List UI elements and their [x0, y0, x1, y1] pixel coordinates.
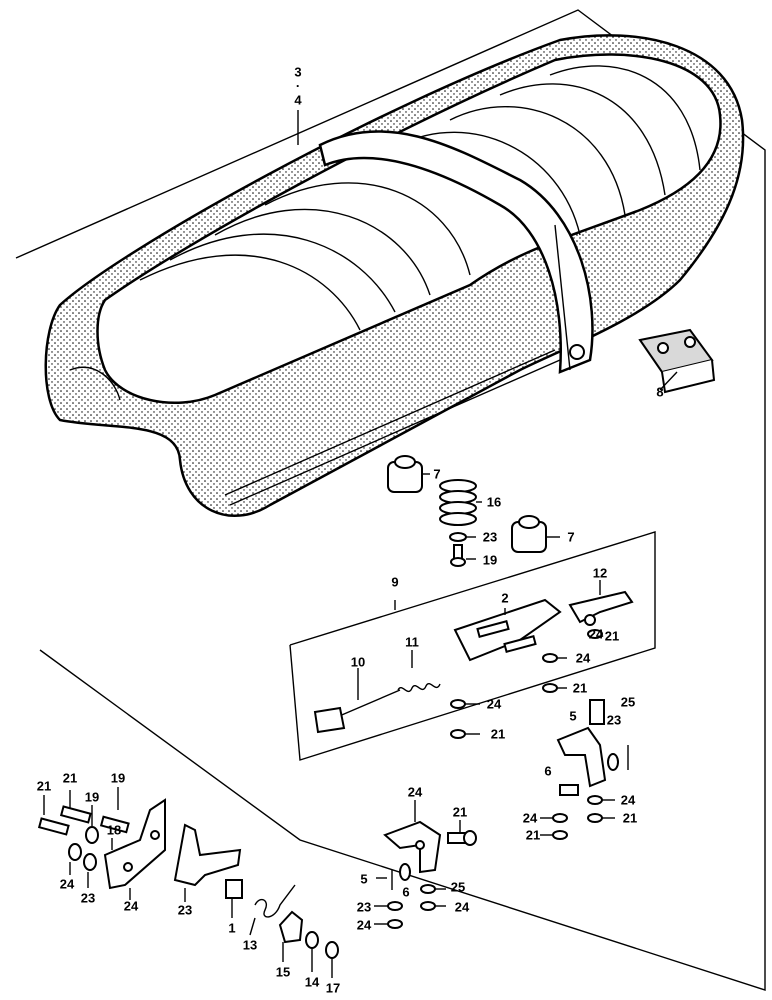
assembly-boundary [15, 9, 766, 991]
callout-part-5: 5 [569, 709, 576, 724]
callout-part-21: 21 [491, 727, 505, 742]
callout-part-7: 7 [567, 530, 574, 545]
callout-part-24: 25 [451, 880, 465, 895]
seat-pleats [139, 65, 701, 331]
callout-part-23: 6 [402, 885, 409, 900]
callout-part-21: 21 [526, 828, 540, 843]
hinge-right [556, 699, 607, 788]
callout-part-24: 24 [589, 627, 604, 642]
callout-part-15: 1 [228, 921, 235, 936]
small-bolt [450, 544, 466, 567]
callout-part-23: 23 [607, 713, 621, 728]
seat-strap [318, 130, 594, 374]
callout-part-18: 19 [111, 771, 125, 786]
callout-part-20: 17 [326, 981, 340, 996]
callout-part-16: 16 [487, 495, 501, 510]
seat-trim [224, 349, 561, 506]
plate-washer [305, 931, 319, 949]
seat-spring [439, 479, 477, 526]
callout-part-13: 23 [178, 903, 192, 918]
callout-part-24: 24 [523, 811, 538, 826]
callout-part-24: 24 [60, 877, 75, 892]
callout-part-2: 2 [501, 591, 508, 606]
lock-plate [278, 910, 304, 944]
seat-bracket-catch [173, 823, 242, 887]
callout-part-21: 24 [455, 900, 470, 915]
callout-part-21: 21 [573, 681, 587, 696]
callout-part-6: 6 [544, 764, 551, 779]
small-washer [449, 532, 467, 542]
callout-part-1: 24 [124, 899, 139, 914]
callout-part-19: 21 [63, 771, 77, 786]
callout-part-19: 21 [37, 779, 51, 794]
callout-assembly-top: 3 [294, 65, 301, 80]
hinge-washers-center [387, 863, 436, 929]
callout-part-11: 11 [405, 635, 419, 650]
callout-part-23: 23 [81, 891, 95, 906]
lock-rod [313, 689, 401, 734]
callout-part-24: 24 [621, 793, 636, 808]
callout-part-14: 13 [243, 938, 257, 953]
collar [225, 879, 243, 899]
callout-part-24: 19 [85, 790, 99, 805]
seat-bracket-left [103, 798, 166, 890]
callout-part-19: 19 [483, 553, 497, 568]
callout-part-25: 25 [621, 695, 635, 710]
callout-assembly-separator: · [296, 79, 300, 94]
left-washers [68, 826, 99, 871]
callout-part-7: 7 [433, 467, 440, 482]
callout-assembly-bottom: 4 [294, 93, 302, 108]
plate-nut [325, 941, 339, 959]
callout-part-24: 23 [357, 900, 371, 915]
lock-bracket [453, 598, 562, 662]
callout-part-23: 18 [107, 823, 121, 838]
rubber-bumper [387, 455, 423, 493]
callout-part-8: 8 [656, 385, 663, 400]
callout-part-22: 14 [305, 975, 320, 990]
callout-part-21: 21 [623, 811, 637, 826]
callout-part-24: 24 [576, 651, 591, 666]
callout-part-21: 24 [357, 918, 372, 933]
latch-spring [254, 884, 296, 918]
callout-part-10: 10 [351, 655, 365, 670]
callout-part-5: 24 [408, 785, 423, 800]
callout-part-17: 15 [276, 965, 290, 980]
callout-part-6: 21 [453, 805, 467, 820]
hinge-pin-center [447, 830, 477, 846]
rubber-bumper-rear [511, 515, 547, 553]
seat [44, 34, 745, 517]
nuts-washers-lock [450, 629, 603, 739]
hinge-center [383, 820, 442, 874]
callout-part-21: 21 [605, 629, 619, 644]
callout-part-24: 24 [487, 697, 502, 712]
lock-catch [568, 590, 634, 626]
seat-hinge-block [638, 328, 716, 394]
callout-part-23: 23 [483, 530, 497, 545]
callout-part-12: 12 [593, 566, 607, 581]
lock-spring [397, 683, 441, 693]
callout-part-9: 9 [391, 575, 398, 590]
left-bolts [37, 805, 130, 836]
callout-part-25: 5 [360, 872, 367, 887]
lock-assembly-box [289, 531, 656, 761]
hinge-pin-right [559, 784, 579, 796]
